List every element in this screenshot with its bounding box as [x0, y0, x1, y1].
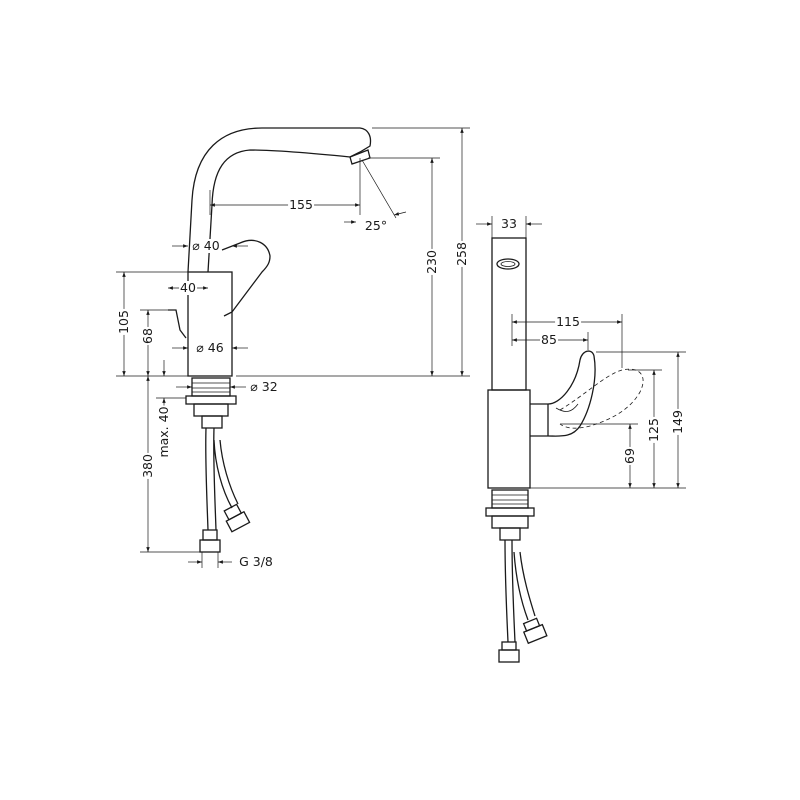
hose-left-inner	[213, 427, 217, 531]
lever-front	[530, 350, 596, 437]
hose-fitting-front-left	[501, 641, 517, 651]
dim-spout-width: 33	[500, 216, 518, 231]
dim-handle-offset: 40	[179, 280, 197, 295]
dim-shank-diameter: ⌀ 32	[249, 379, 279, 394]
hose-front-left	[504, 539, 509, 643]
dim-hose-thread: G 3/8	[238, 554, 274, 569]
side-view-dimensions	[116, 127, 470, 568]
lever-open-position	[559, 368, 644, 429]
hose-front-right-inner	[519, 551, 536, 617]
hose-nut-front-left	[498, 649, 520, 663]
dim-lever-reach-max: 115	[555, 314, 581, 329]
hose-nut-right	[225, 510, 251, 533]
hose-right-inner	[219, 439, 239, 505]
dim-hose-length: 380	[140, 453, 155, 479]
dim-base-diameter: ⌀ 46	[195, 340, 225, 355]
front-view-dimensions	[476, 216, 686, 489]
handle-lever	[221, 239, 271, 317]
nut-body	[201, 415, 223, 429]
spout-outline	[187, 127, 372, 273]
body-front	[487, 389, 531, 489]
dim-height-spout-outlet: 230	[424, 249, 439, 275]
dim-height-handle: 68	[140, 327, 155, 345]
handle-lug	[168, 309, 187, 339]
mounting-nut	[193, 403, 229, 417]
hose-fitting-left	[202, 529, 218, 541]
hose-front-right	[513, 551, 529, 621]
spout-column	[491, 237, 527, 391]
dim-lever-height: 69	[622, 447, 637, 465]
hose-front-left-inner	[511, 539, 516, 643]
hose-nut-left	[199, 539, 221, 553]
dim-height-body: 105	[116, 309, 131, 335]
nut-body-front	[499, 527, 521, 541]
dim-lever-height-max: 149	[670, 409, 685, 435]
body-column	[187, 271, 233, 377]
nut-front	[491, 515, 529, 529]
dim-lever-reach: 85	[540, 332, 558, 347]
shank	[191, 377, 231, 397]
shank-front	[491, 489, 529, 509]
hose-nut-front-right	[522, 623, 548, 645]
hose-right	[213, 439, 233, 509]
mounting-washer	[185, 395, 237, 405]
aerator-front	[496, 258, 520, 270]
dim-body-diameter: ⌀ 40	[191, 238, 221, 253]
hose-left	[205, 427, 209, 531]
dim-lever-height-open: 125	[646, 417, 661, 443]
dim-spout-angle: 25°	[363, 218, 389, 233]
washer-front	[485, 507, 535, 517]
dim-height-total: 258	[454, 241, 469, 267]
front-view-faucet	[485, 237, 644, 663]
side-view-faucet	[168, 127, 372, 553]
dim-max-deck: max. 40	[156, 405, 171, 459]
dim-spout-reach: 155	[288, 197, 314, 212]
